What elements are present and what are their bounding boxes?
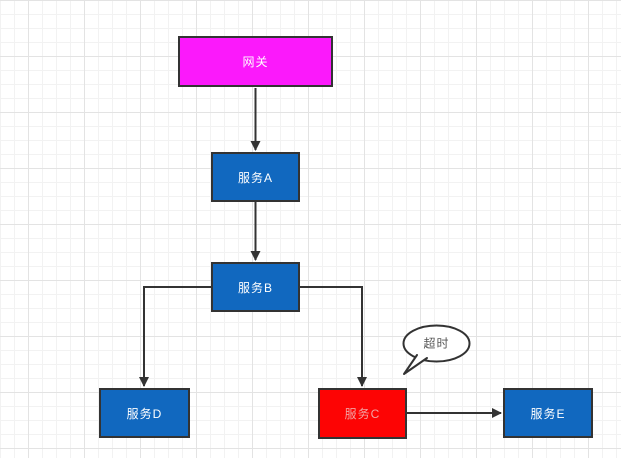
speech-bubble-tail-outline: [403, 354, 428, 375]
node-service-e[interactable]: 服务E: [503, 388, 593, 438]
node-service-c[interactable]: 服务C: [318, 388, 407, 439]
node-gateway[interactable]: 网关: [178, 36, 333, 87]
timeout-callout[interactable]: 超时: [402, 324, 471, 375]
speech-bubble[interactable]: [402, 324, 471, 363]
edge-service-b-to-service-c[interactable]: [300, 286, 367, 387]
node-service-a[interactable]: 服务A: [211, 152, 300, 202]
node-service-b[interactable]: 服务B: [211, 262, 300, 312]
speech-bubble-label: 超时: [423, 336, 449, 351]
edge-service-b-to-service-d[interactable]: [139, 286, 211, 387]
node-service-d[interactable]: 服务D: [99, 388, 190, 438]
